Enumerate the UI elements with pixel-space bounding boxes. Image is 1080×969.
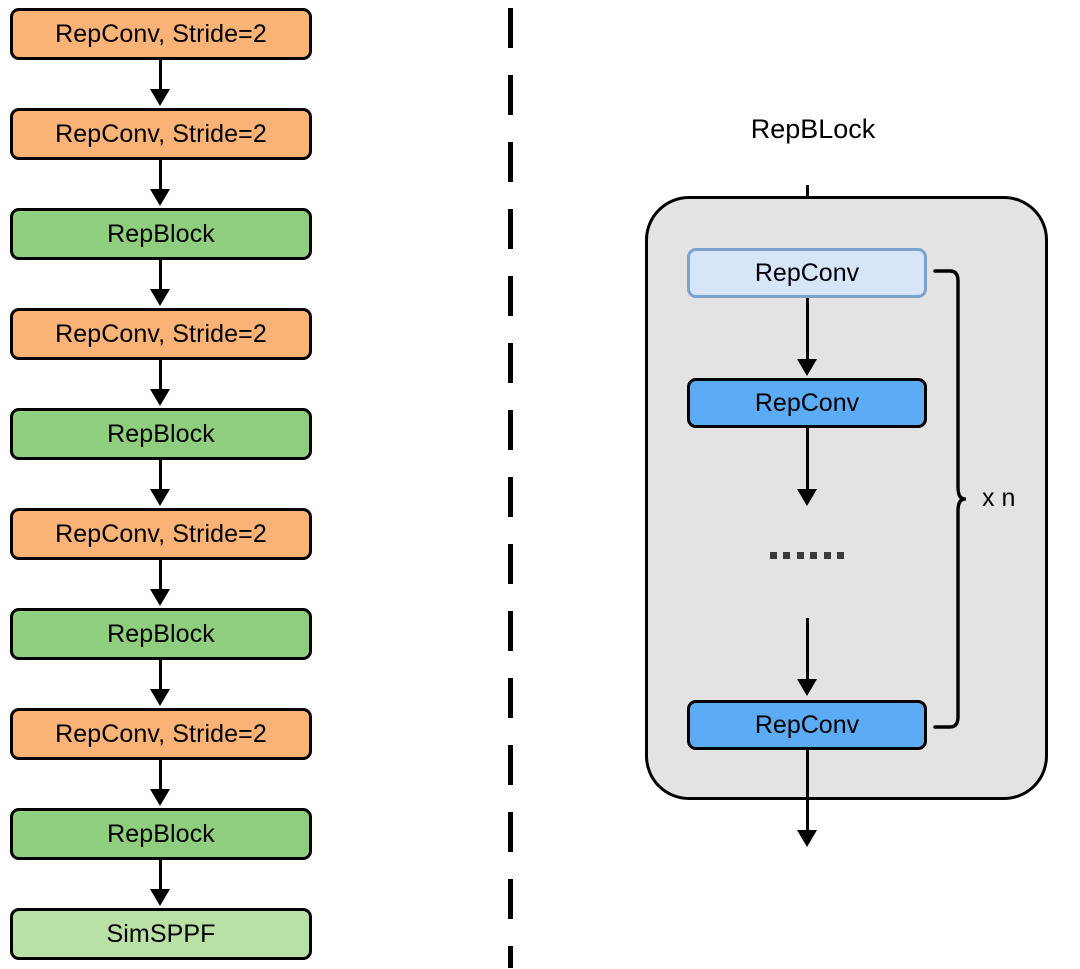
pipeline-node-repblock-4[interactable]: RepBlock — [10, 808, 312, 860]
pipeline-node-label: RepConv, Stride=2 — [55, 19, 267, 48]
arrow-shaft-2 — [159, 160, 162, 191]
arrow-head-5 — [150, 489, 170, 506]
arrow-head-8 — [150, 789, 170, 806]
repblock-arrow-head-2 — [797, 489, 817, 506]
pipeline-node-repconv-1[interactable]: RepConv, Stride=2 — [10, 8, 312, 60]
pipeline-node-repconv-3[interactable]: RepConv, Stride=2 — [10, 308, 312, 360]
section-divider — [508, 8, 513, 968]
arrow-shaft-7 — [159, 660, 162, 691]
pipeline-node-label: SimSPPF — [106, 919, 216, 948]
arrow-shaft-4 — [159, 360, 162, 391]
repconv-label: RepConv — [754, 258, 860, 287]
pipeline-node-repconv-4[interactable]: RepConv, Stride=2 — [10, 508, 312, 560]
repblock-output-arrow-shaft — [806, 750, 809, 832]
repconv-box-second[interactable]: RepConv — [687, 378, 927, 428]
repblock-arrow-head-1 — [797, 359, 817, 376]
pipeline-node-label: RepConv, Stride=2 — [55, 119, 267, 148]
repeat-count-label: x n — [982, 484, 1016, 512]
repconv-label: RepConv — [754, 388, 860, 417]
arrow-head-1 — [150, 89, 170, 106]
ellipsis-dot — [783, 552, 791, 559]
pipeline-node-label: RepBlock — [107, 819, 215, 848]
pipeline-node-label: RepConv, Stride=2 — [55, 719, 267, 748]
pipeline-node-repconv-2[interactable]: RepConv, Stride=2 — [10, 108, 312, 160]
repconv-box-first[interactable]: RepConv — [687, 248, 927, 298]
arrow-shaft-3 — [159, 260, 162, 291]
arrow-shaft-6 — [159, 560, 162, 591]
pipeline-node-repconv-5[interactable]: RepConv, Stride=2 — [10, 708, 312, 760]
repblock-output-arrow-head — [797, 830, 817, 847]
pipeline-node-label: RepBlock — [107, 419, 215, 448]
repconv-box-last[interactable]: RepConv — [687, 700, 927, 750]
repblock-arrow-shaft-3 — [806, 618, 809, 681]
ellipsis-dot — [810, 552, 818, 559]
arrow-head-7 — [150, 689, 170, 706]
pipeline-node-label: RepBlock — [107, 619, 215, 648]
repeat-brace-icon — [933, 269, 966, 729]
arrow-head-9 — [150, 889, 170, 906]
arrow-shaft-9 — [159, 860, 162, 891]
ellipsis-dot — [836, 552, 844, 559]
arrow-head-3 — [150, 289, 170, 306]
arrow-head-2 — [150, 189, 170, 206]
pipeline-node-label: RepConv, Stride=2 — [55, 319, 267, 348]
repblock-arrow-head-3 — [797, 679, 817, 696]
arrow-head-6 — [150, 589, 170, 606]
ellipsis-dot — [796, 552, 804, 559]
arrow-shaft-5 — [159, 460, 162, 491]
arrow-head-4 — [150, 389, 170, 406]
repconv-label: RepConv — [754, 710, 860, 739]
repblock-arrow-shaft-1 — [806, 298, 809, 361]
pipeline-node-repblock-2[interactable]: RepBlock — [10, 408, 312, 460]
ellipsis-dots — [770, 552, 844, 559]
ellipsis-dot — [823, 552, 831, 559]
repblock-title: RepBLock — [750, 114, 876, 144]
ellipsis-dot — [770, 552, 777, 559]
repblock-arrow-shaft-2 — [806, 428, 809, 491]
pipeline-node-repblock-3[interactable]: RepBlock — [10, 608, 312, 660]
arrow-shaft-1 — [159, 60, 162, 91]
pipeline-node-label: RepConv, Stride=2 — [55, 519, 267, 548]
pipeline-node-repblock-1[interactable]: RepBlock — [10, 208, 312, 260]
pipeline-node-simsppf[interactable]: SimSPPF — [10, 908, 312, 960]
pipeline-node-label: RepBlock — [107, 219, 215, 248]
arrow-shaft-8 — [159, 760, 162, 791]
